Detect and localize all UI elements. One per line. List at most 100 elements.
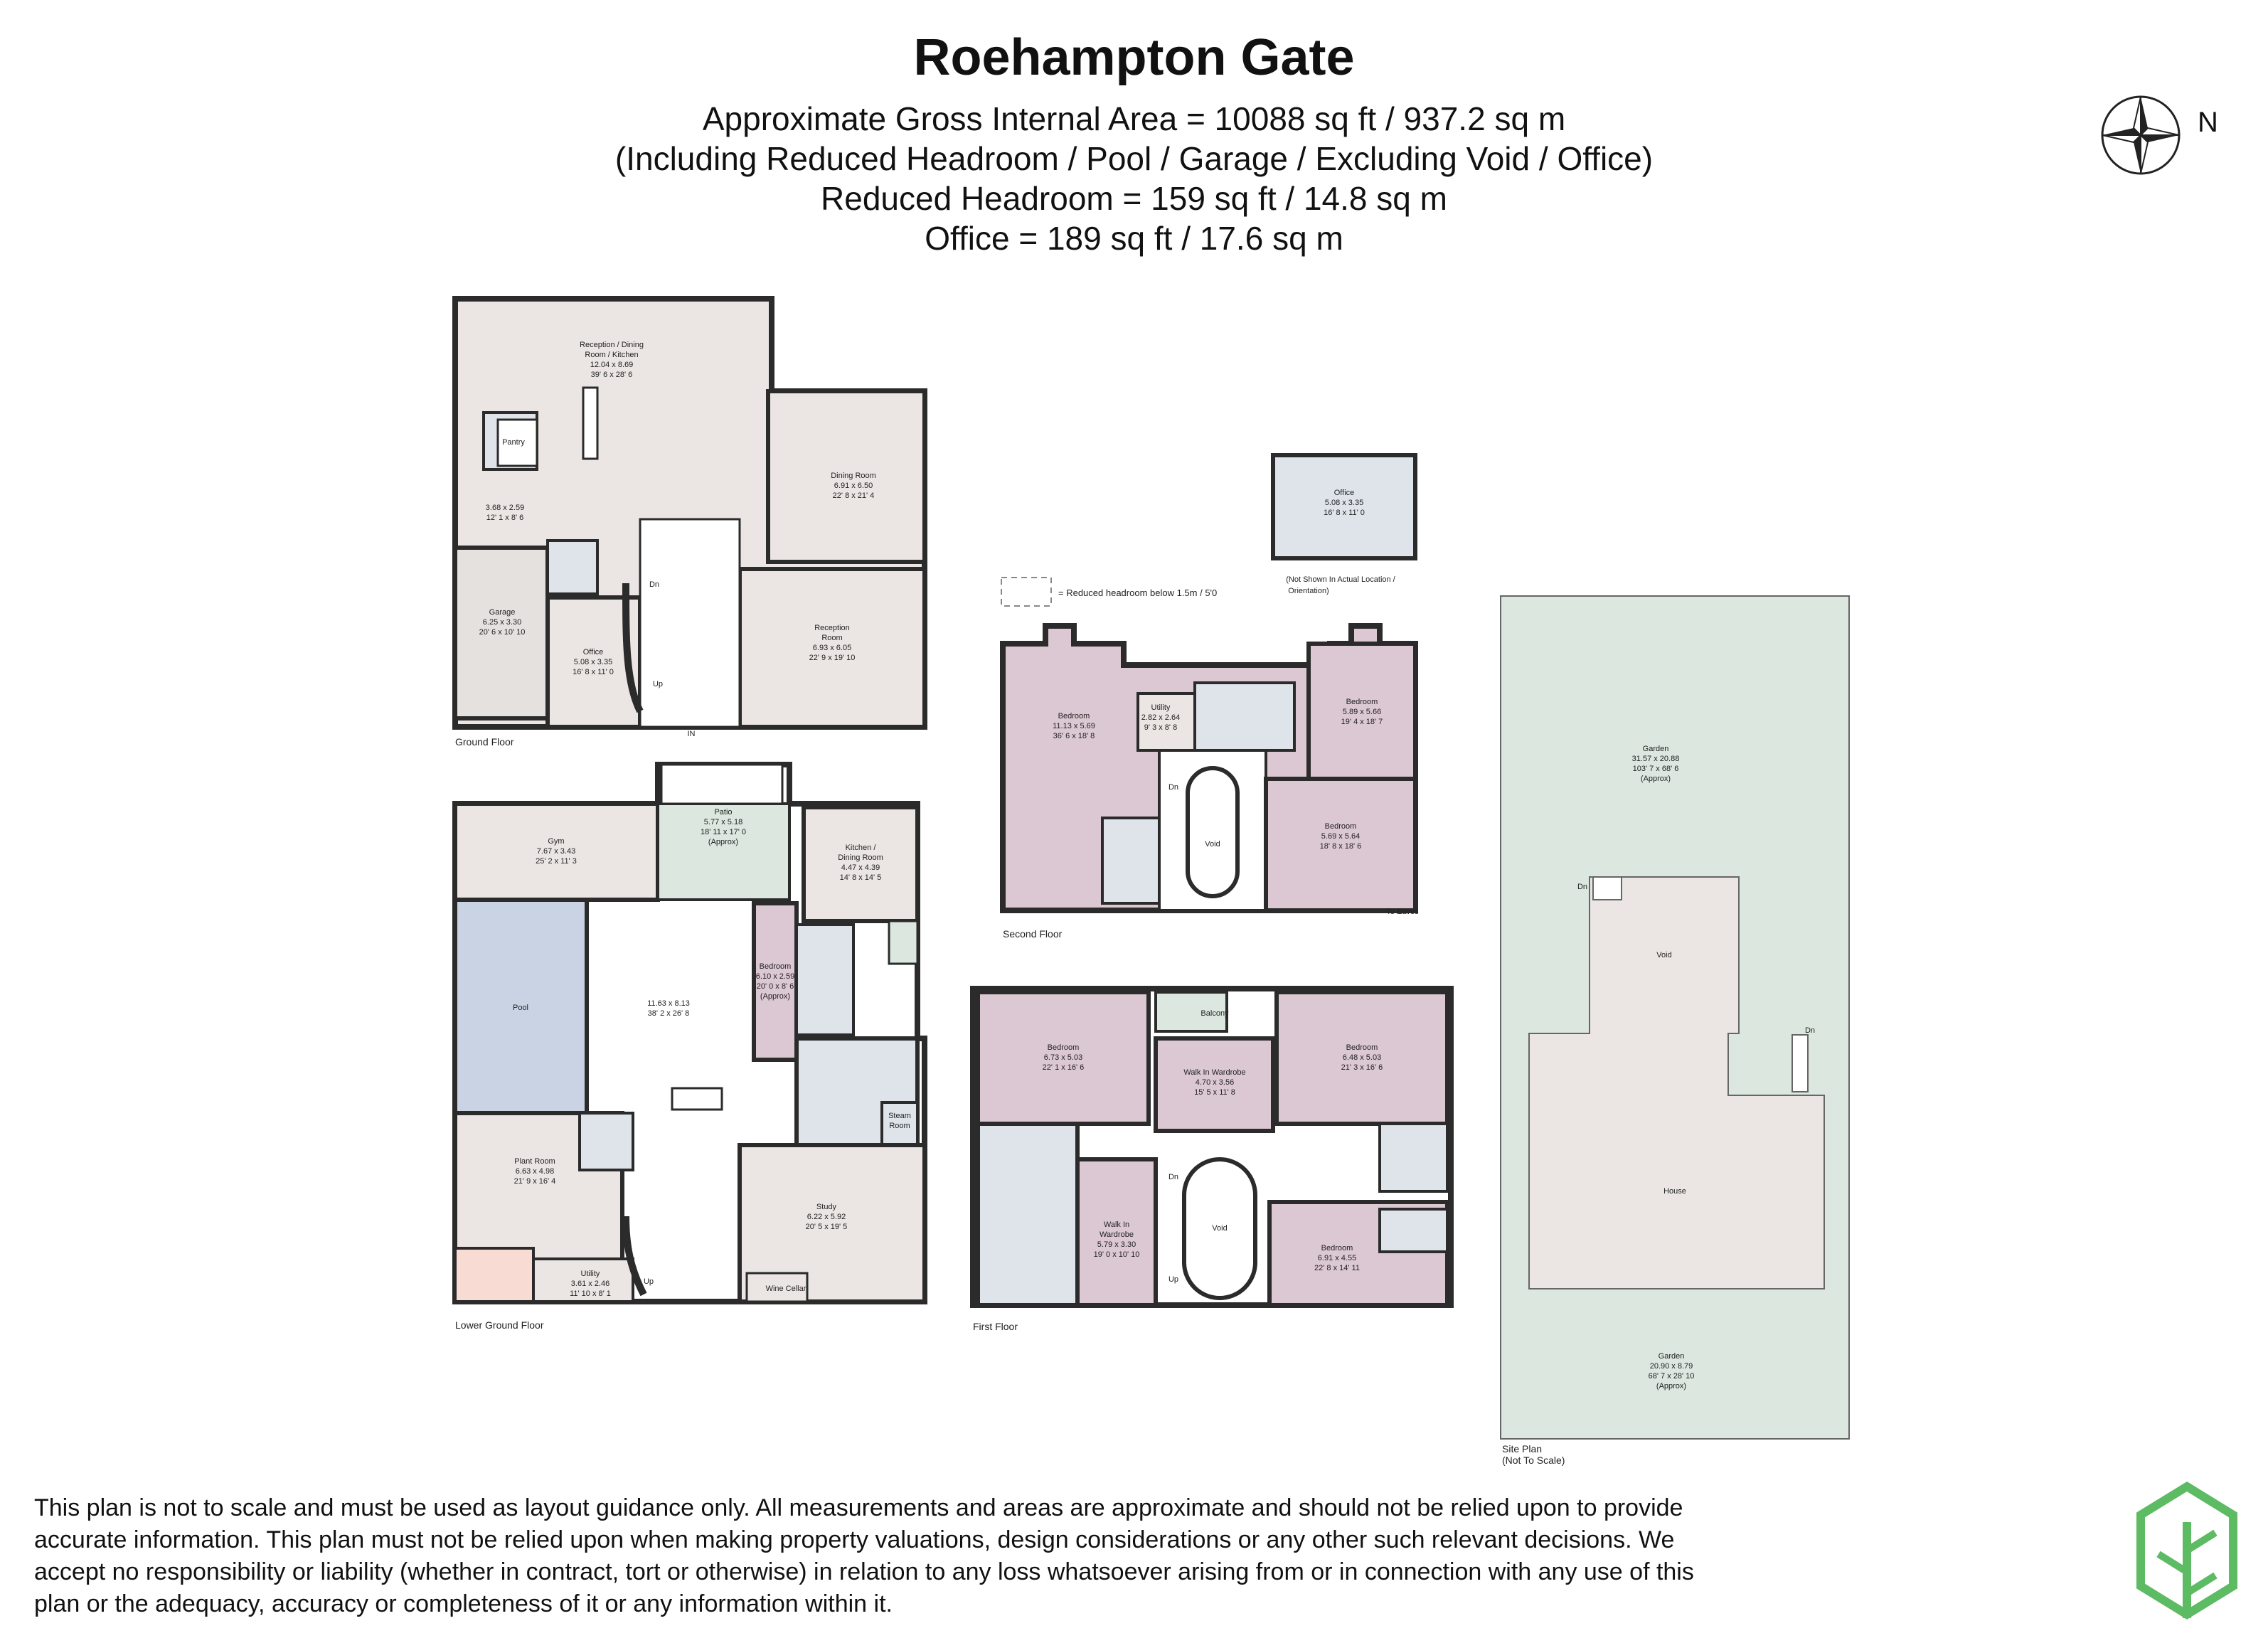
reception-room-dim-ft: 22' 9 x 19' 10 <box>809 654 856 662</box>
lower-ground-floor-labels: Gym 7.67 x 3.43 25' 2 x 11' 3 Patio 5.77… <box>455 808 911 1331</box>
pool-label: Pool <box>513 1004 528 1012</box>
outbuilding-office-label: Office <box>1334 489 1355 497</box>
lower-ground-floor-title: Lower Ground Floor <box>455 1319 544 1331</box>
site-house-label: House <box>1663 1187 1686 1196</box>
gym-dim-ft: 25' 2 x 11' 3 <box>536 857 577 866</box>
ff-void-label: Void <box>1212 1224 1227 1233</box>
first-floor-labels: Bedroom 6.73 x 5.03 22' 1 x 16' 6 Balcon… <box>973 1009 1383 1332</box>
sf-bedroom-br-label: Bedroom <box>1325 822 1357 831</box>
patio-approx: (Approx) <box>708 838 738 846</box>
first-floor-title: First Floor <box>973 1321 1018 1332</box>
second-floor-labels: Bedroom 11.13 x 5.69 36' 6 x 18' 8 Utili… <box>1003 698 1419 940</box>
sf-bedroom-left-dim-m: 11.13 x 5.69 <box>1053 722 1095 730</box>
gym-label: Gym <box>548 837 564 846</box>
balcony-label: Balcony <box>1200 1009 1229 1018</box>
ff-bedroom-tl-label: Bedroom <box>1048 1043 1080 1052</box>
ff-bedroom-br-label: Bedroom <box>1321 1244 1353 1253</box>
legend-text: = Reduced headroom below 1.5m / 5'0 <box>1058 587 1217 598</box>
plant-room-label: Plant Room <box>514 1157 555 1166</box>
first-floor-plan <box>970 986 1454 1308</box>
garden-top-dim-m: 31.57 x 20.88 <box>1632 755 1680 763</box>
study-dim-ft: 20' 5 x 19' 5 <box>806 1223 848 1231</box>
sf-dn-label: Dn <box>1168 783 1178 792</box>
office-dim-ft: 16' 8 x 11' 0 <box>573 668 614 676</box>
plant-room-dim-ft: 21' 9 x 16' 4 <box>514 1177 556 1186</box>
lg-bedroom-dim-m: 6.10 x 2.59 <box>756 972 794 981</box>
dining-room-dim-m: 6.91 x 6.50 <box>834 482 873 490</box>
reception-room-label-2: Room <box>821 634 842 642</box>
garden-bottom-label: Garden <box>1659 1352 1685 1361</box>
pantry-label: Pantry <box>502 438 525 447</box>
ground-dn-label: Dn <box>649 580 659 589</box>
sf-bedroom-tr-dim-m: 5.89 x 5.66 <box>1343 708 1381 716</box>
sf-utility-dim-m: 2.82 x 2.64 <box>1141 713 1180 722</box>
disclaimer-text: This plan is not to scale and must be us… <box>34 1494 1694 1617</box>
small-room-dim-ft: 12' 1 x 8' 6 <box>486 514 524 522</box>
site-plan <box>1500 595 1850 1440</box>
sf-bedroom-br-dim-ft: 18' 8 x 18' 6 <box>1320 842 1362 851</box>
reception-dining-label-1: Reception / Dining <box>580 341 644 349</box>
gym-dim-m: 7.67 x 3.43 <box>537 847 575 856</box>
ff-bedroom-br-dim-ft: 22' 8 x 14' 11 <box>1314 1264 1360 1272</box>
patio-label: Patio <box>714 808 732 817</box>
sf-utility-dim-ft: 9' 3 x 8' 8 <box>1144 723 1177 732</box>
lg-kitchen-dim-ft: 14' 8 x 14' 5 <box>840 873 882 882</box>
outbuilding-office-dim-ft: 16' 8 x 11' 0 <box>1324 509 1365 517</box>
lower-ground-floor-plan <box>452 762 927 1304</box>
second-floor-title: Second Floor <box>1003 928 1063 940</box>
site-plan-labels: Garden 31.57 x 20.88 103' 7 x 68' 6 (App… <box>1502 745 1815 1466</box>
study-label: Study <box>816 1203 837 1211</box>
lg-kitchen-label-1: Kitchen / <box>846 844 877 852</box>
lg-utility-dim-ft: 11' 10 x 8' 1 <box>570 1289 611 1298</box>
compass-icon <box>2101 95 2181 175</box>
sf-bedroom-left-label: Bedroom <box>1058 712 1090 720</box>
garage-dim-m: 6.25 x 3.30 <box>483 618 521 627</box>
wine-cellar-label: Wine Cellar <box>766 1285 806 1293</box>
garden-bottom-dim-m: 20.90 x 8.79 <box>1650 1362 1693 1371</box>
ff-walkin-top-dim-ft: 15' 5 x 11' 8 <box>1194 1088 1235 1097</box>
sf-bedroom-tr-dim-ft: 19' 4 x 18' 7 <box>1341 718 1383 726</box>
ff-bedroom-tr-dim-m: 6.48 x 5.03 <box>1343 1053 1381 1062</box>
lg-main-dim-m: 11.63 x 8.13 <box>647 999 690 1008</box>
garden-top-dim-ft: 103' 7 x 68' 6 <box>1633 765 1679 773</box>
ground-floor-plan <box>452 296 927 730</box>
lg-main-dim-ft: 38' 2 x 26' 8 <box>648 1009 690 1018</box>
outbuilding-office-dim-m: 5.08 x 3.35 <box>1325 499 1363 507</box>
site-plan-title: Site Plan <box>1502 1443 1542 1454</box>
lg-bedroom-dim-ft: 20' 0 x 8' 6 <box>757 982 794 991</box>
small-room-dim-m: 3.68 x 2.59 <box>486 504 524 512</box>
site-plan-note: (Not To Scale) <box>1502 1454 1565 1466</box>
sf-utility-label: Utility <box>1151 703 1171 712</box>
ff-bedroom-tr-label: Bedroom <box>1346 1043 1378 1052</box>
outbuilding-note-1: (Not Shown In Actual Location / <box>1286 575 1395 584</box>
reception-room-dim-m: 6.93 x 6.05 <box>813 644 851 652</box>
ff-bedroom-tl-dim-ft: 22' 1 x 16' 6 <box>1043 1063 1085 1072</box>
outbuilding-office-plan: Office 5.08 x 3.35 16' 8 x 11' 0 (Not Sh… <box>1271 453 1417 595</box>
garage-dim-ft: 20' 6 x 10' 10 <box>479 628 526 637</box>
ff-walkin-left-label-2: Wardrobe <box>1100 1230 1134 1239</box>
dining-room-dim-ft: 22' 8 x 21' 4 <box>833 491 875 500</box>
compass-north-label: N <box>2198 107 2218 138</box>
ff-walkin-top-dim-m: 4.70 x 3.56 <box>1196 1078 1234 1087</box>
lg-utility-dim-m: 3.61 x 2.46 <box>571 1280 609 1288</box>
reception-room-label-1: Reception <box>814 624 850 632</box>
sf-bedroom-left-dim-ft: 36' 6 x 18' 8 <box>1053 732 1095 740</box>
garden-top-approx: (Approx) <box>1641 775 1671 783</box>
patio-dim-m: 5.77 x 5.18 <box>704 818 742 826</box>
site-dn-label-2: Dn <box>1805 1026 1815 1035</box>
garden-bottom-dim-ft: 68' 7 x 28' 10 <box>1649 1372 1695 1381</box>
ff-walkin-left-dim-m: 5.79 x 3.30 <box>1097 1240 1136 1249</box>
site-void-label: Void <box>1656 951 1671 959</box>
ff-bedroom-tl-dim-m: 6.73 x 5.03 <box>1044 1053 1082 1062</box>
area-line-4: Office = 189 sq ft / 17.6 sq m <box>925 220 1343 257</box>
lg-kitchen-dim-m: 4.47 x 4.39 <box>841 863 880 872</box>
garden-top-label: Garden <box>1643 745 1669 753</box>
ff-walkin-top-label: Walk In Wardrobe <box>1183 1068 1245 1077</box>
ground-floor-labels: Reception / Dining Room / Kitchen 12.04 … <box>455 341 876 748</box>
ground-up-label: Up <box>653 680 663 688</box>
site-dn-label-1: Dn <box>1577 883 1587 891</box>
ground-floor-title: Ground Floor <box>455 736 514 748</box>
sf-eaves-label: To Eaves <box>1386 908 1419 916</box>
lg-bedroom-approx: (Approx) <box>760 992 790 1001</box>
